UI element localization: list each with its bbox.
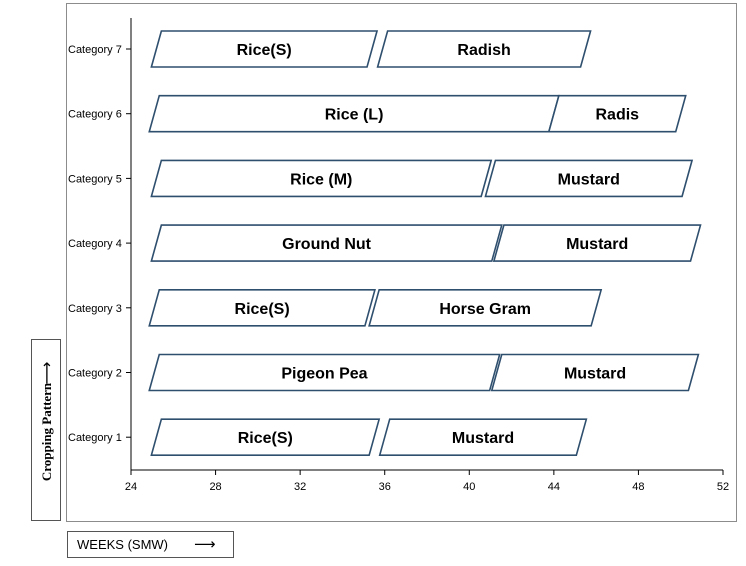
x-tick-label: 44 [548, 481, 560, 493]
bar-label: Mustard [564, 366, 626, 383]
y-tick-label: Category 3 [68, 303, 122, 315]
bar-label: Ground Nut [282, 236, 372, 253]
bar-label: Rice (L) [325, 107, 384, 124]
gantt-bar [484, 159, 694, 198]
gantt-bar [376, 30, 592, 68]
gantt-bar [150, 418, 381, 457]
y-tick-label: Category 5 [68, 173, 122, 185]
bar-label: Rice (M) [290, 171, 352, 188]
bar-label: Rice(S) [237, 42, 292, 59]
bar-label: Mustard [452, 430, 514, 447]
gantt-bar [148, 288, 376, 327]
arrow-up-icon: ⟶ [37, 361, 56, 385]
x-tick-label: 24 [125, 481, 137, 493]
bar-label: Radis [595, 107, 639, 124]
x-axis-title: WEEKS (SMW) [77, 537, 168, 552]
y-tick-label: Category 1 [68, 432, 122, 444]
gantt-bar [150, 30, 379, 68]
x-tick-label: 28 [209, 481, 221, 493]
gantt-bar [368, 288, 603, 327]
gantt-bar [492, 224, 702, 262]
bar-label: Radish [457, 42, 510, 59]
gantt-bar [150, 224, 503, 262]
y-axis-title-box: ⟶ Cropping Pattern [31, 339, 61, 521]
bar-label: Mustard [566, 236, 628, 253]
plot-area-frame [66, 3, 737, 522]
x-tick-label: 52 [717, 481, 729, 493]
y-tick-label: Category 7 [68, 44, 122, 56]
x-tick-label: 32 [294, 481, 306, 493]
gantt-bar [150, 159, 493, 198]
gantt-bar [490, 353, 700, 392]
y-tick-label: Category 6 [68, 109, 122, 121]
arrow-right-icon: ⟶ [194, 535, 216, 553]
y-tick-label: Category 2 [68, 368, 122, 380]
gantt-bar [547, 94, 687, 133]
y-axis-title: Cropping Pattern [39, 382, 54, 482]
bar-label: Pigeon Pea [281, 366, 367, 383]
gantt-bar [148, 353, 501, 392]
x-tick-label: 36 [379, 481, 391, 493]
x-axis-title-box: WEEKS (SMW) ⟶ [67, 531, 234, 558]
bar-label: Mustard [558, 171, 620, 188]
gantt-bar [378, 418, 588, 457]
bar-label: Horse Gram [439, 301, 531, 318]
bar-label: Rice(S) [238, 430, 293, 447]
y-tick-label: Category 4 [68, 238, 122, 250]
x-tick-label: 48 [632, 481, 644, 493]
bar-label: Rice(S) [235, 301, 290, 318]
x-tick-label: 40 [463, 481, 475, 493]
